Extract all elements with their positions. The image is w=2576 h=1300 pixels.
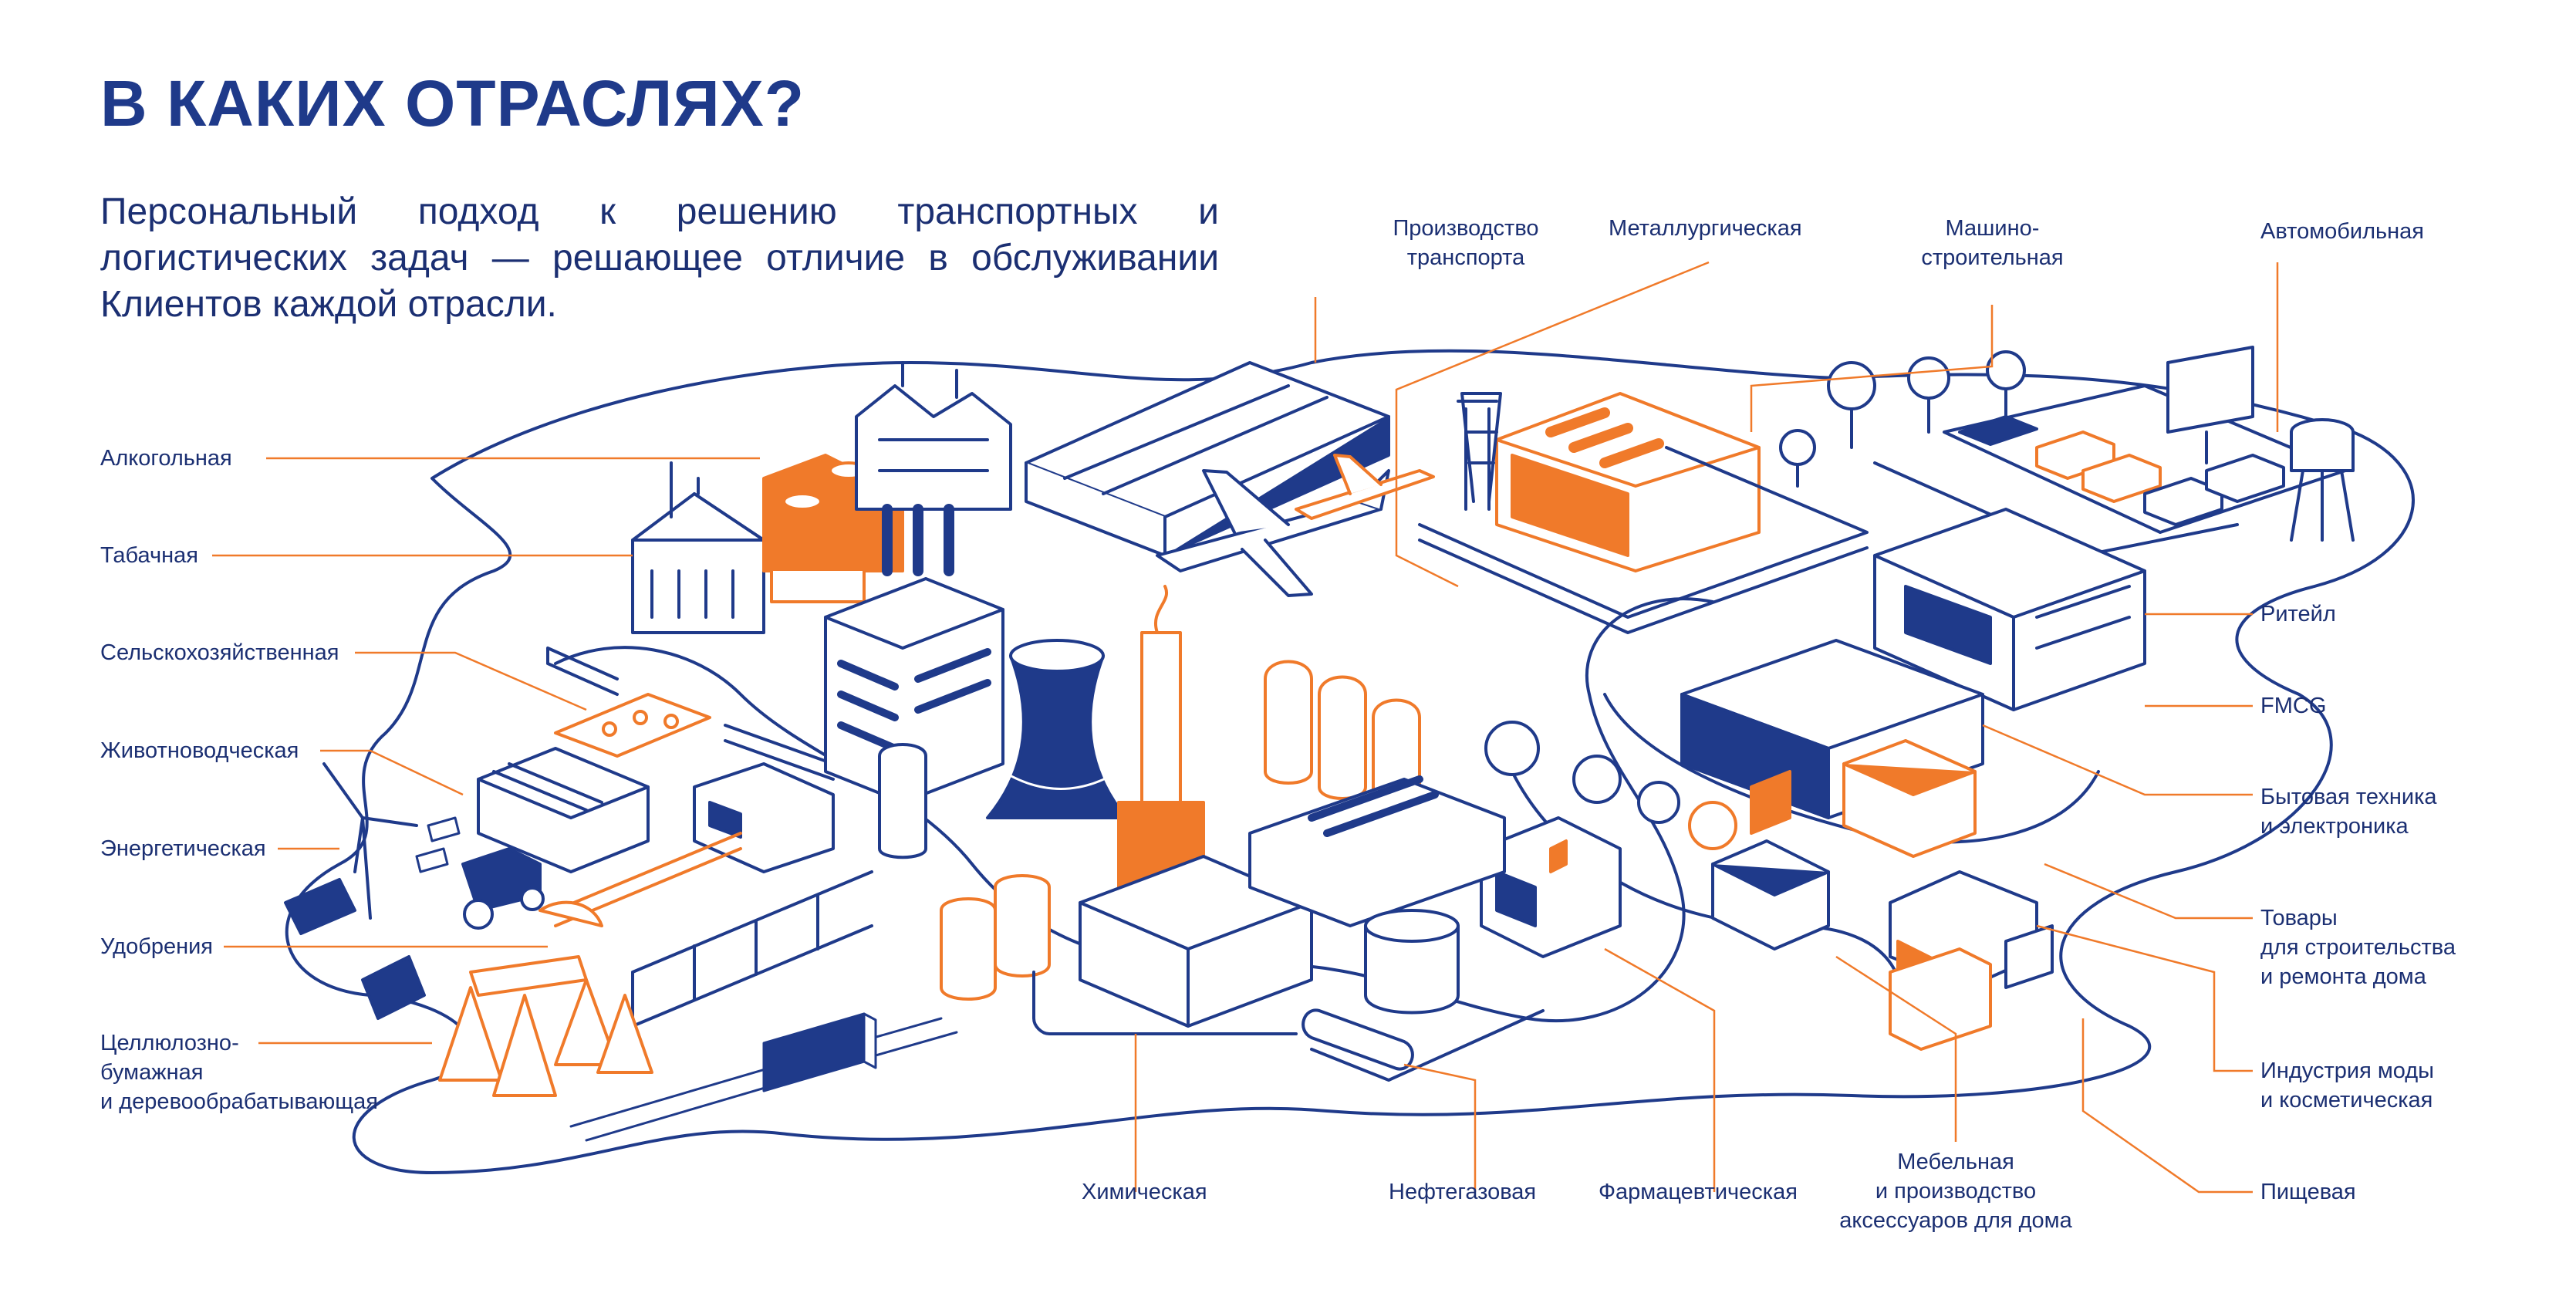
label-alcohol: Алкогольная [100,446,232,471]
fertilizer-conveyor [538,832,742,927]
freight-train-icon [762,1012,877,1092]
label-transport-production: Производство транспорта [1393,216,1539,270]
leader-construction [2044,863,2253,920]
label-automotive: Автомобильная [2260,219,2424,244]
leader-metallurgy [1395,261,1710,588]
page-subtitle: Персональный подход к решению транспортн… [100,191,1219,325]
label-agriculture: Сельскохозяйственная [100,640,339,665]
leader-lines [212,261,2279,1194]
leader-machine [1750,305,1994,432]
leader-oil-gas [1403,1063,1477,1192]
label-electronics: Бытовая техника и электроника [2260,785,2437,839]
label-fmcg: FMCG [2260,694,2327,718]
furniture-shop [1711,839,1830,951]
label-retail: Ритейл [2260,602,2336,626]
label-machine-building: Машино- строительная [1921,216,2064,270]
label-pharma: Фармацевтическая [1599,1180,1798,1204]
bush-icon [1484,721,1680,824]
leader-electronics [1982,724,2253,796]
cooling-tower-icon [986,639,1128,819]
metallurgy-plant [1495,392,1761,572]
island-outline [285,349,2415,1174]
chemical-plant [1079,775,1506,1028]
label-chemical: Химическая [1082,1180,1207,1204]
fence [631,870,873,1028]
solar-panel-icon [284,878,426,1020]
label-furniture: Мебельная и производство аксессуаров для… [1839,1150,2072,1233]
chemical-tower [1117,585,1205,889]
page-title: В КАКИХ ОТРАСЛЯХ? [100,67,805,140]
fence-west [546,647,835,781]
office-block [824,577,1004,804]
label-energy: Энергетическая [100,836,266,861]
leader-food [2081,1018,2253,1194]
label-construction-goods: Товары для строительства и ремонта дома [2260,906,2456,989]
leader-pharma [1604,947,1716,1192]
chemical-tanks [940,874,1051,1001]
pipeline [1032,971,1545,1082]
oil-gas-tank [1302,909,1460,1071]
label-fashion: Индустрия моды и косметическая [2260,1059,2435,1113]
label-livestock: Животноводческая [100,738,299,763]
airplane-icon [1156,469,1390,597]
water-tower-icon [2290,418,2355,542]
label-pulp: Целлюлозно- бумажная и деревообрабатываю… [100,1031,378,1114]
leader-agriculture [355,651,587,711]
shop-icon [1750,739,1977,858]
storage-tank-icon [1264,660,1421,815]
food-stall [1889,947,1992,1051]
airplane-icon-2 [1295,454,1435,520]
car-icon-navy [2143,454,2285,526]
label-fertilizers: Удобрения [100,934,213,959]
pine-trees-icon [438,955,653,1097]
label-metallurgy: Металлургическая [1609,216,1802,241]
barn-building [477,747,650,873]
car-icon [2035,431,2162,503]
leader-furniture [1835,955,1957,1142]
animal-icon [415,816,461,873]
grain-field [554,693,711,758]
crane-tower [1460,392,1502,503]
leader-livestock [320,749,464,796]
retail-building [1873,508,2146,711]
leader-fashion [2036,924,2253,1072]
farm-building [693,762,835,873]
pharmacy-building [1480,816,1622,958]
silo-icon [878,743,927,859]
label-oil-gas: Нефтегазовая [1389,1180,1537,1204]
tree-icon [1779,350,2026,488]
tractor-icon [461,847,545,930]
wind-turbine-icon [322,762,418,920]
factory-icon [855,361,1012,576]
brewery-building [631,461,765,634]
transport-hangar [1025,361,1390,557]
bush-icon-orange [1688,801,1737,850]
label-food: Пищевая [2260,1180,2356,1204]
label-tobacco: Табачная [100,543,198,568]
